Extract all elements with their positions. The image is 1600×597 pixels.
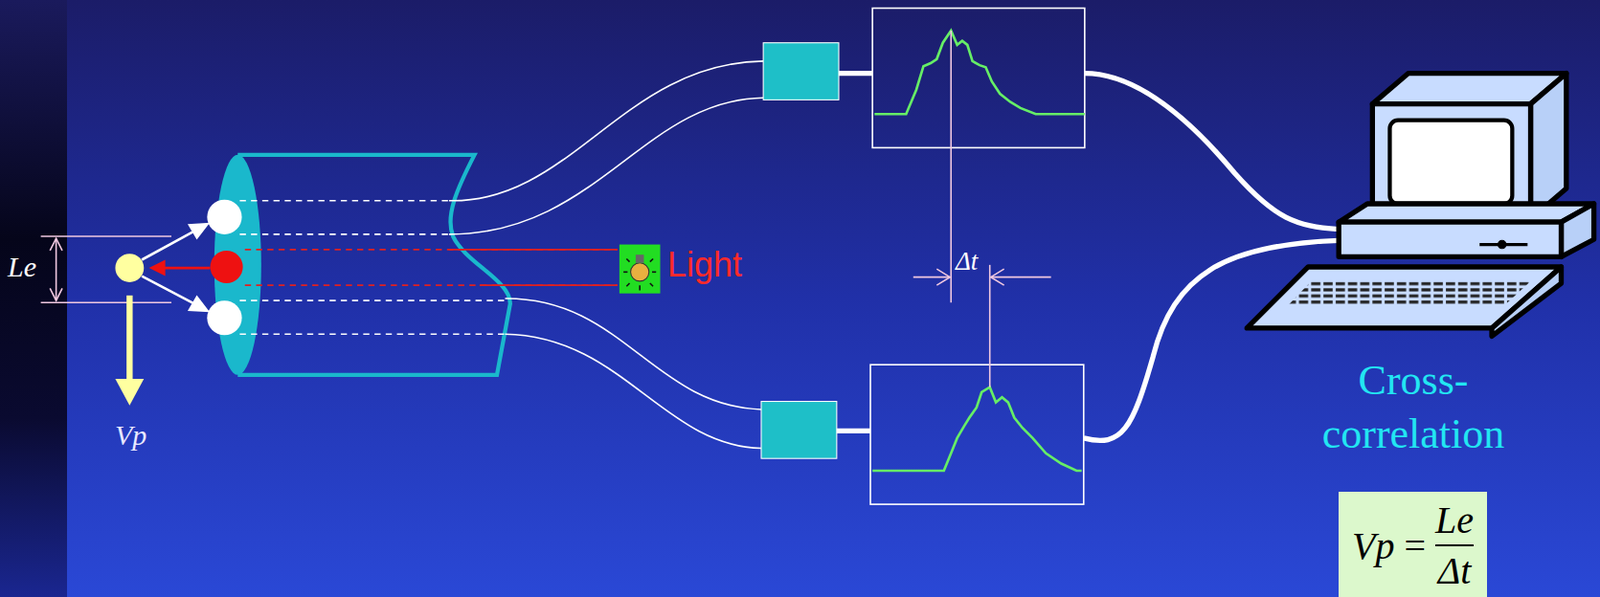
- light-label: Light: [667, 245, 743, 286]
- fraction-bar: [1435, 544, 1474, 547]
- signal-curve: [872, 387, 1082, 472]
- delay-label: Δt: [955, 247, 978, 277]
- particle: [114, 253, 144, 283]
- cable: [836, 428, 871, 434]
- formula-box: Vp=LeΔt: [1338, 492, 1488, 597]
- signal-plot: [870, 364, 1084, 505]
- fiber-end: [206, 300, 242, 336]
- velocity-arrow: [114, 295, 144, 406]
- velocity-label: Vp: [114, 419, 147, 452]
- keyboard-keys: [1287, 281, 1532, 307]
- formula-operator: =: [1403, 523, 1426, 569]
- cable: [838, 70, 873, 76]
- dimension-lines: [41, 236, 172, 303]
- method-label: Cross- correlation: [1288, 354, 1538, 463]
- delay-marks: [913, 30, 1052, 388]
- fiber-end: [206, 200, 242, 235]
- probe-tube: [214, 155, 511, 376]
- formula-denominator: Δt: [1438, 548, 1472, 594]
- light-bulb: [619, 245, 661, 294]
- optical-fibers: [449, 61, 764, 450]
- light-fiber-end: [210, 250, 244, 284]
- fiber-dashes: [239, 201, 505, 335]
- photodetector: [763, 43, 839, 101]
- formula-numerator: Le: [1435, 497, 1474, 543]
- photodetector: [761, 402, 837, 460]
- fraction: LeΔt: [1435, 497, 1474, 594]
- light-path-solid: [449, 249, 618, 286]
- signal-curve: [874, 30, 1085, 114]
- formula-symbol: Vp: [1352, 523, 1395, 569]
- computer: [1246, 73, 1594, 338]
- dimension-label: Le: [7, 250, 37, 284]
- signal-plot: [872, 8, 1085, 149]
- cable: [1084, 73, 1339, 230]
- light-path: [245, 249, 618, 286]
- cable: [1083, 240, 1339, 441]
- red-arrow: [149, 260, 211, 277]
